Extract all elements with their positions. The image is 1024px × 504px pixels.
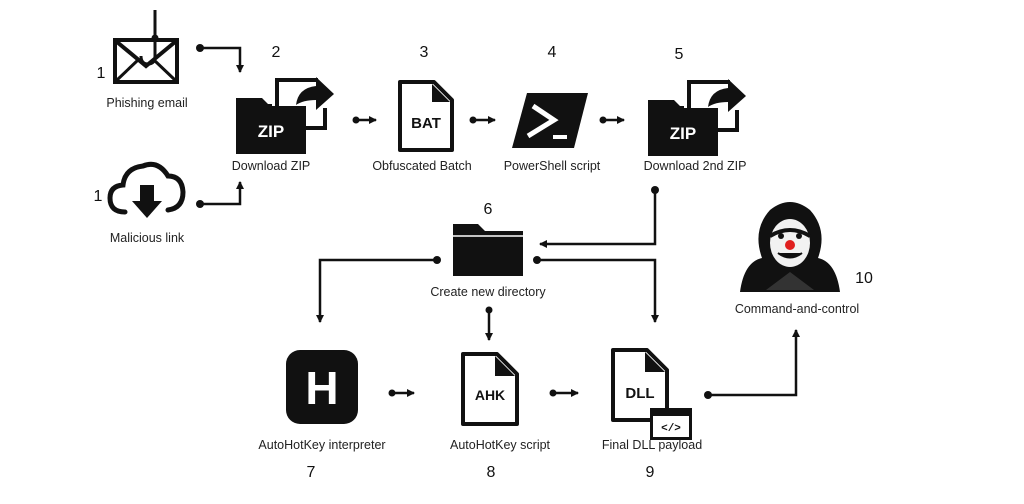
- svg-text:BAT: BAT: [411, 115, 441, 132]
- autohotkey-script-label: AutoHotKey script: [449, 438, 551, 452]
- arrow-link-to-zip: [196, 181, 244, 208]
- create-directory-label: Create new directory: [430, 285, 546, 299]
- command-and-control-label: Command-and-control: [734, 302, 860, 316]
- zip-folder-icon: ZIP: [236, 77, 334, 154]
- svg-text:DLL: DLL: [625, 385, 654, 402]
- zip-folder-icon: ZIP: [648, 79, 746, 156]
- step-number-dll: 9: [645, 464, 655, 481]
- arrow-bat-to-powershell: [469, 116, 496, 124]
- step-number-phishing: 1: [96, 65, 106, 82]
- code-window-icon: </>: [650, 408, 692, 440]
- powershell-script-label: PowerShell script: [503, 159, 601, 173]
- obfuscated-batch-label: Obfuscated Batch: [372, 159, 472, 173]
- arrow-interpreter-to-script: [388, 389, 415, 397]
- svg-text:ZIP: ZIP: [670, 124, 696, 143]
- connectors: [196, 44, 800, 399]
- arrow-email-to-zip: [196, 44, 244, 73]
- malicious-link-label: Malicious link: [109, 231, 185, 245]
- download-2nd-zip-label: Download 2nd ZIP: [643, 159, 747, 173]
- step-number-second-zip: 5: [674, 46, 684, 63]
- svg-text:AHK: AHK: [475, 387, 505, 403]
- svg-text:</>: </>: [661, 423, 681, 435]
- arrow-zip2-to-directory: [539, 186, 659, 248]
- step-number-directory: 6: [483, 201, 493, 218]
- arrow-script-to-dll: [549, 389, 579, 397]
- arrow-directory-to-script: [485, 306, 493, 341]
- step-number-download-zip: 2: [271, 44, 281, 61]
- phishing-email-icon: [113, 10, 179, 84]
- step-number-interpreter: 7: [306, 464, 316, 481]
- step-number-c2: 10: [855, 270, 873, 287]
- folder-icon: [453, 224, 523, 276]
- cloud-download-icon: [107, 161, 186, 218]
- step-number-powershell: 4: [547, 44, 557, 61]
- final-dll-payload-label: Final DLL payload: [601, 438, 703, 452]
- phishing-email-label: Phishing email: [106, 96, 188, 110]
- hacker-icon: [740, 202, 840, 292]
- ahk-file-icon: AHK: [461, 352, 519, 426]
- step-number-malicious-link: 1: [93, 188, 103, 205]
- step-number-ahk-script: 8: [486, 464, 496, 481]
- arrow-zip-to-bat: [352, 116, 377, 124]
- svg-text:ZIP: ZIP: [258, 122, 284, 141]
- arrow-powershell-to-zip2: [599, 116, 625, 124]
- autohotkey-icon: H: [286, 350, 358, 424]
- arrow-dll-to-c2: [704, 329, 800, 399]
- arrow-directory-to-interpreter: [316, 256, 441, 323]
- step-number-batch: 3: [419, 44, 429, 61]
- download-zip-label: Download ZIP: [231, 159, 311, 173]
- bat-file-icon: BAT: [398, 80, 454, 152]
- autohotkey-interpreter-label: AutoHotKey interpreter: [258, 438, 386, 452]
- arrow-directory-to-dll: [533, 256, 659, 323]
- dll-file-icon: DLL </>: [611, 348, 692, 440]
- svg-text:H: H: [305, 362, 338, 414]
- powershell-icon: [512, 93, 588, 148]
